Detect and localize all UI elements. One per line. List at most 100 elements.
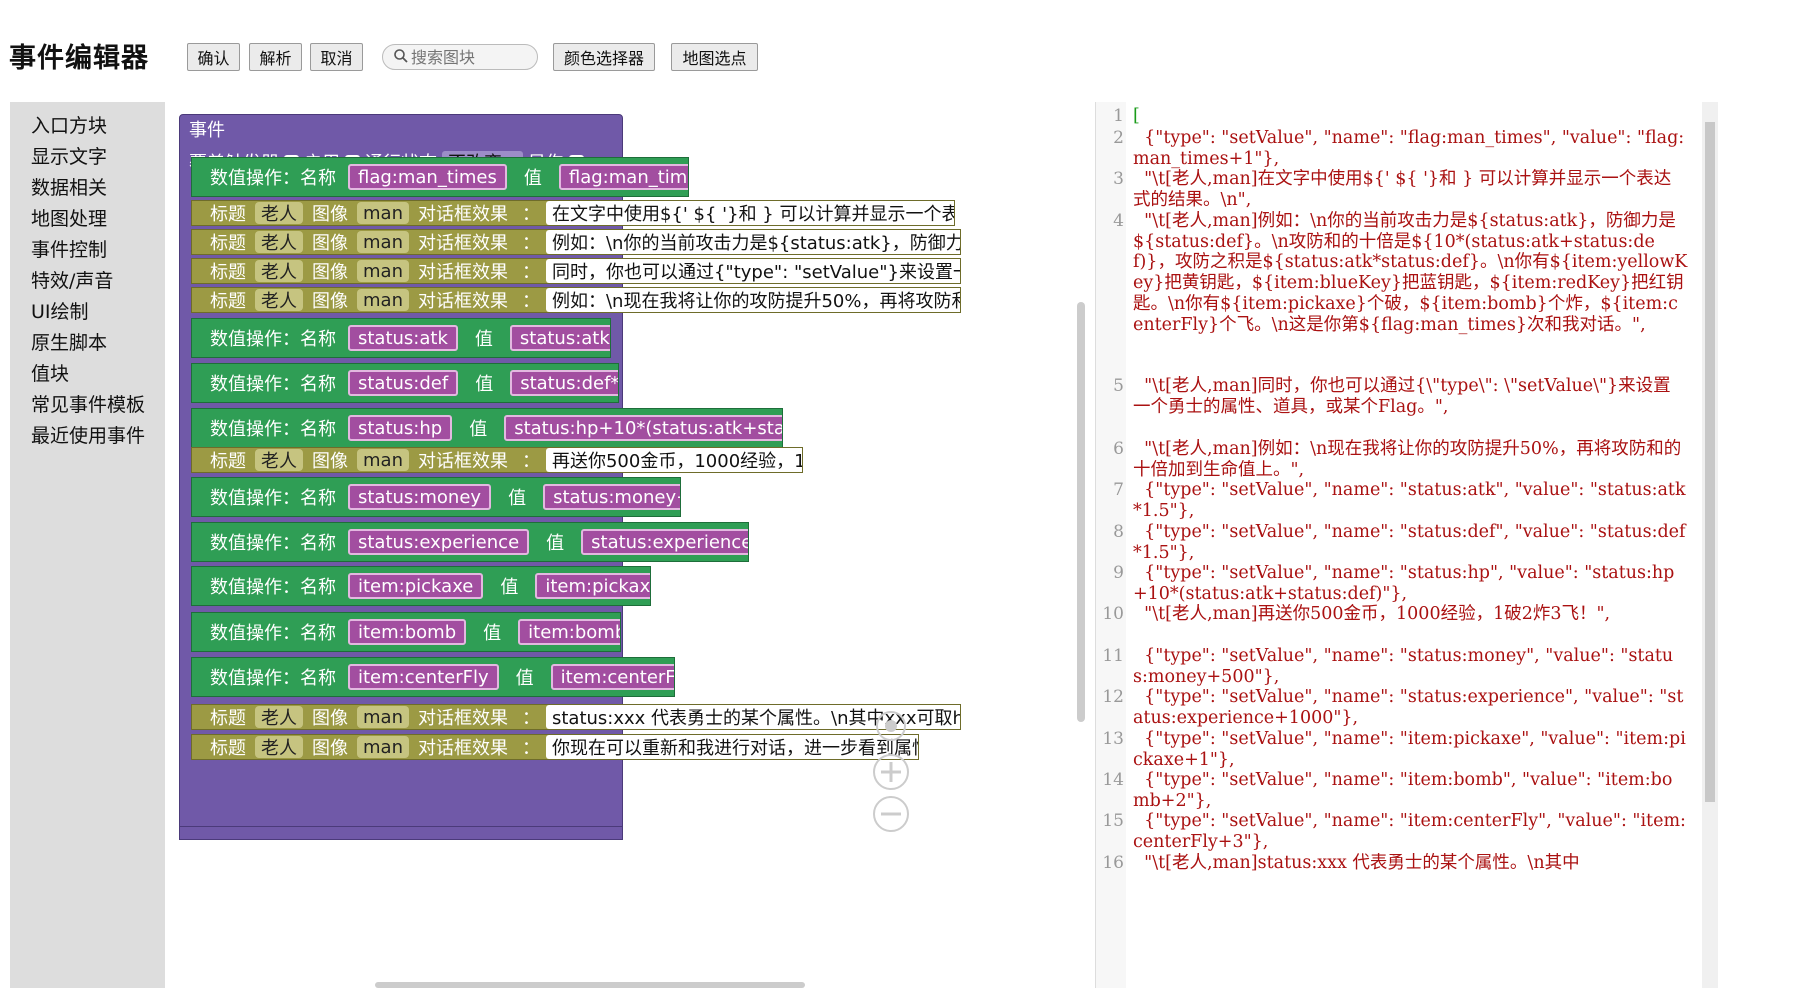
cancel-button[interactable]: 取消 [310,43,363,71]
confirm-button[interactable]: 确认 [187,43,240,71]
code-line-text[interactable]: {"type": "setValue", "name": "status:mon… [1133,646,1674,687]
code-line-text[interactable]: "\t[老人,man]status:xxx 代表勇士的某个属性。\n其中 [1133,853,1580,873]
set-value-expression-field[interactable]: status:atk*1.5 [509,325,610,351]
tip-image-field[interactable]: man [357,736,409,758]
set-value-expression-field[interactable]: status:hp+10*(status:atk+status:def) [504,415,782,441]
zoom-out-icon[interactable] [871,794,911,834]
toolbox-item-ui[interactable]: UI绘制 [31,301,89,323]
editor-scrollbar-thumb[interactable] [1705,122,1715,802]
tip-image-field[interactable]: man [357,260,409,282]
tip-text-field[interactable]: 在文字中使用${' ${ '}和 } 可以计算并显示一个表达式的结果。\n [545,201,954,225]
tip-role-field[interactable]: 老人 [255,289,303,312]
tip-text-field[interactable]: 例如：\n现在我将让你的攻防提升50%，再将攻防和的十倍加到生命 [545,288,960,312]
search-box[interactable] [382,44,538,70]
set-value-name-field[interactable]: status:def [348,370,459,396]
toolbox-item-effects[interactable]: 特效/声音 [31,270,114,292]
code-line-text[interactable]: {"type": "setValue", "name": "status:atk… [1133,480,1686,521]
toolbox-item-control[interactable]: 事件控制 [31,239,108,261]
tip-text-field[interactable]: 同时，你也可以通过{"type": "setValue"}来设置一个勇士的属性、… [545,259,960,283]
code-line-text[interactable]: {"type": "setValue", "name": "status:hp"… [1133,563,1675,604]
toolbox-item-data[interactable]: 数据相关 [31,177,108,199]
set-value-expression-field[interactable]: item:bomb+2 [518,619,620,645]
toolbox-item-script[interactable]: 原生脚本 [31,332,108,354]
tip-role-field[interactable]: 老人 [255,449,303,472]
toolbox-item-entry[interactable]: 入口方块 [31,115,108,137]
code-line-text[interactable]: "\t[老人,man]例如：\n你的当前攻击力是${status:atk}，防御… [1133,211,1688,335]
code-line-text[interactable]: {"type": "setValue", "name": "status:def… [1133,522,1686,563]
parse-button[interactable]: 解析 [249,43,302,71]
json-code-editor[interactable]: 1[2 {"type": "setValue", "name": "flag:m… [1095,102,1718,988]
tip-role-field[interactable]: 老人 [255,202,303,225]
code-line-text[interactable]: {"type": "setValue", "name": "status:exp… [1133,687,1684,728]
toolbox-item-text[interactable]: 显示文字 [31,146,108,168]
set-value-name-field[interactable]: status:experience [348,529,530,555]
set-value-name-field[interactable]: status:money [348,484,492,510]
show-tip-block[interactable]: 标题老人图像man对话框效果：例如：\n现在我将让你的攻防提升50%，再将攻防和… [191,287,961,313]
search-input[interactable] [411,47,529,67]
tip-text-field[interactable]: 再送你500金币，1000经验，1破2炸3飞！ [545,448,802,472]
toolbox-item-values[interactable]: 值块 [31,363,70,385]
map-pick-button[interactable]: 地图选点 [671,43,758,71]
toolbox-item-map[interactable]: 地图处理 [31,208,108,230]
code-line-text[interactable]: "\t[老人,man]同时，你也可以通过{\"type\": \"setValu… [1133,376,1671,417]
color-picker-button[interactable]: 颜色选择器 [553,43,655,71]
tip-text-field[interactable]: 你现在可以重新和我进行对话，进一步看到属性值的改变。 [545,735,918,759]
block-workspace[interactable]: 事件 覆盖触发器 启用 ✓ 通行状态 不改变 ▾ 显伤 数值操作：名称flag:… [165,102,1095,988]
code-line-text[interactable]: {"type": "setValue", "name": "item:bomb"… [1133,770,1673,811]
set-value-name-field[interactable]: item:centerFly [348,664,499,690]
tip-role-field[interactable]: 老人 [255,706,303,729]
show-tip-block[interactable]: 标题老人图像man对话框效果：你现在可以重新和我进行对话，进一步看到属性值的改变… [191,734,919,760]
tip-image-field[interactable]: man [357,289,409,311]
set-value-name-field[interactable]: flag:man_times [348,164,507,190]
set-value-expression-field[interactable]: status:def*1.5 [510,370,618,396]
tip-role-field[interactable]: 老人 [255,231,303,254]
tip-image-field[interactable]: man [357,202,409,224]
code-line-text[interactable]: "\t[老人,man]例如：\n现在我将让你的攻防提升50%，再将攻防和的十倍加… [1133,439,1682,480]
code-line-text[interactable]: "\t[老人,man]再送你500金币，1000经验，1破2炸3飞！", [1133,604,1611,624]
set-value-expression-field[interactable]: status:experience+1000 [581,529,748,555]
zoom-in-icon[interactable] [871,752,911,792]
code-line-text[interactable]: "\t[老人,man]在文字中使用${' ${ '}和 } 可以计算并显示一个表… [1133,169,1672,210]
tip-role-field[interactable]: 老人 [255,736,303,759]
set-value-expression-field[interactable]: status:money+500 [543,484,680,510]
workspace-vertical-scrollbar[interactable] [1077,302,1085,722]
tip-image-field[interactable]: man [357,706,409,728]
set-value-name-field[interactable]: status:hp [348,415,453,441]
toolbox-item-recent[interactable]: 最近使用事件 [31,425,146,447]
set-value-expression-field[interactable]: item:pickaxe+1 [535,573,650,599]
toolbox-item-templates[interactable]: 常见事件模板 [31,394,146,416]
code-line-text[interactable]: {"type": "setValue", "name": "flag:man_t… [1133,128,1685,169]
set-value-expression-field[interactable]: item:centerFly+3 [550,664,674,690]
editor-scrollbar[interactable] [1702,102,1718,988]
tip-role-field[interactable]: 老人 [255,260,303,283]
tip-image-field[interactable]: man [357,449,409,471]
tip-text-field[interactable]: 例如：\n你的当前攻击力是${status:atk}，防御力是${status:… [545,230,960,254]
tip-title-label: 标题 [210,738,246,759]
recenter-icon[interactable] [873,708,909,744]
set-value-label: 数值操作：名称 [210,329,336,350]
tip-image-field[interactable]: man [357,231,409,253]
set-value-expression-field[interactable]: flag:man_times+1 [558,164,688,190]
set-value-name-field[interactable]: item:bomb [348,619,467,645]
set-value-name-field[interactable]: item:pickaxe [348,573,484,599]
set-value-name-field[interactable]: status:atk [348,325,458,351]
code-line-text[interactable]: {"type": "setValue", "name": "item:picka… [1133,729,1686,770]
workspace-horizontal-scrollbar[interactable] [375,982,805,988]
code-line-text[interactable]: {"type": "setValue", "name": "item:cente… [1133,811,1686,852]
tip-text-field[interactable]: status:xxx 代表勇士的某个属性。\n其中xxx可取hp, atk, d… [545,705,960,729]
code-line-text[interactable]: [ [1133,106,1140,126]
